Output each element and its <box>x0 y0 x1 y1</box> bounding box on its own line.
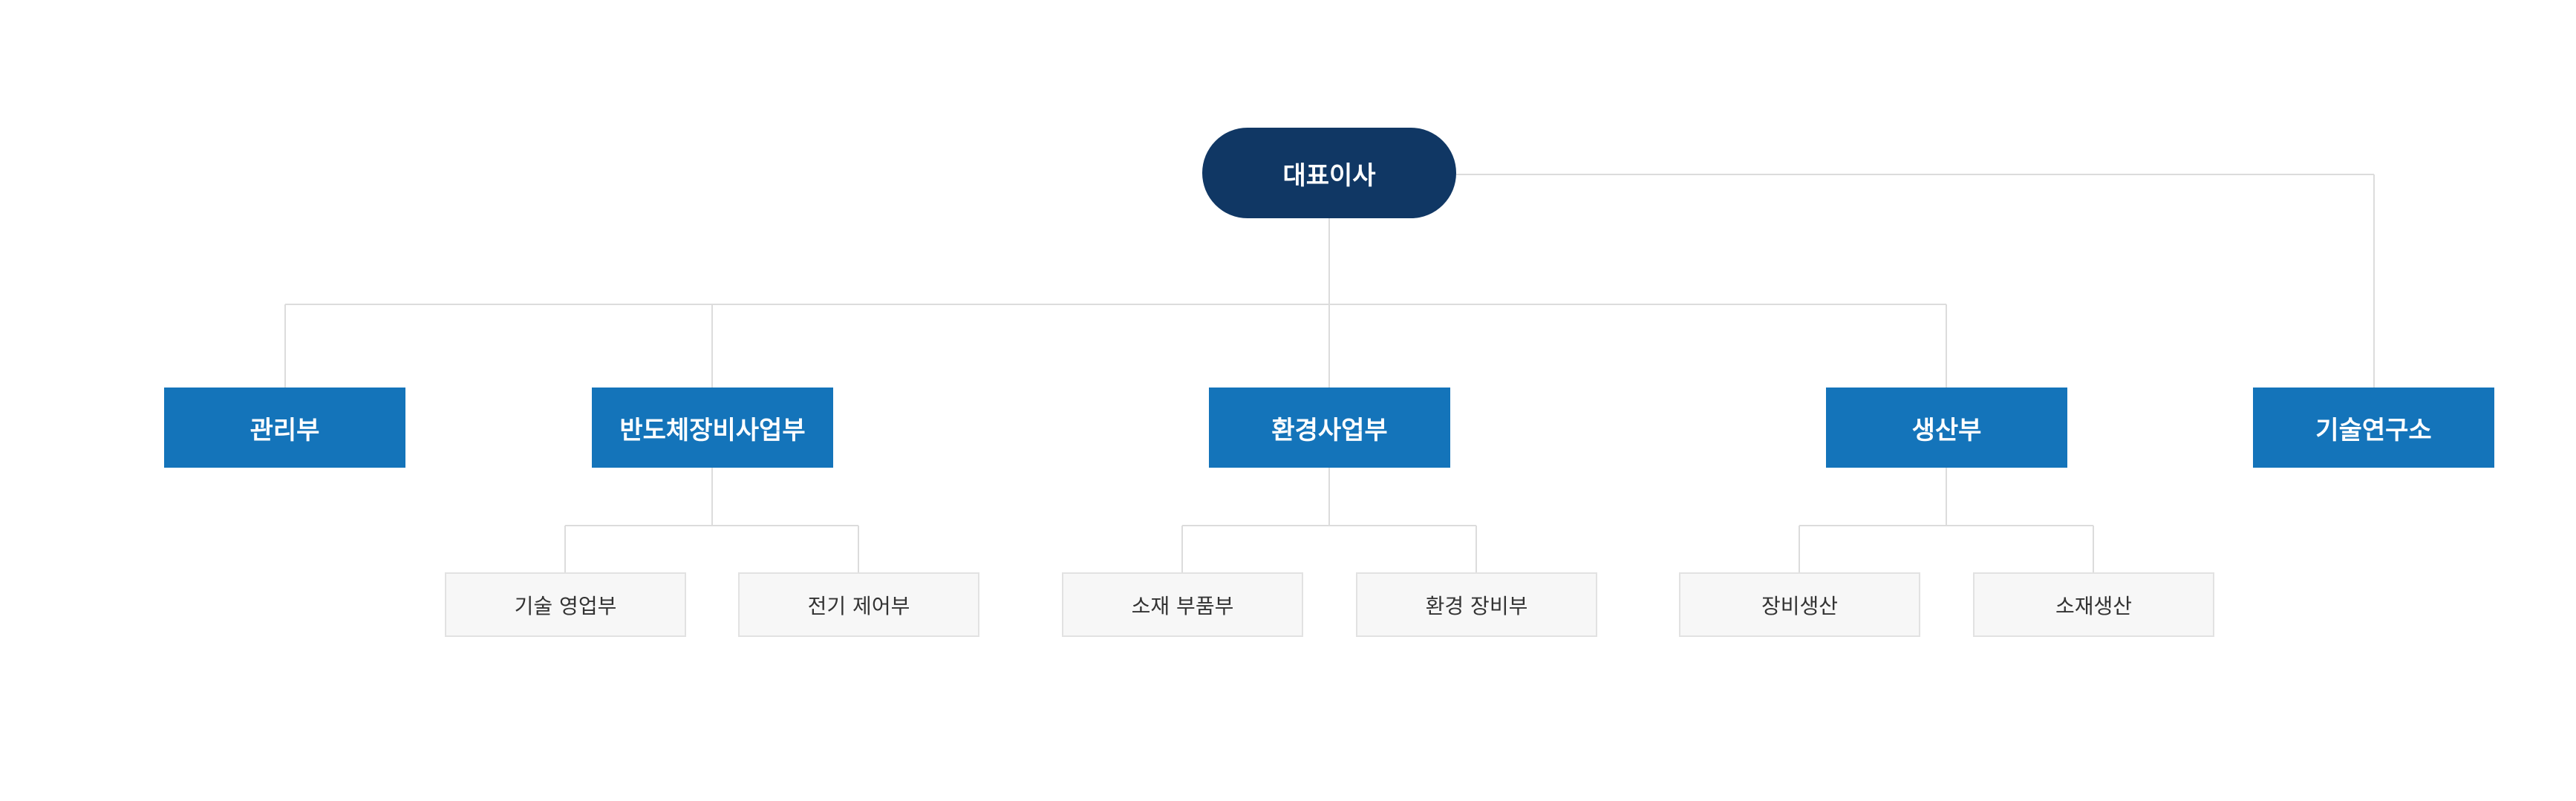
dept-node-environment: 환경사업부 <box>1209 388 1450 468</box>
dept-node-research-lab: 기술연구소 <box>2253 388 2494 468</box>
dept-node-semiconductor-equipment: 반도체장비사업부 <box>592 388 833 468</box>
team-node-materials-parts: 소재 부품부 <box>1062 572 1303 637</box>
team-node-equipment-production: 장비생산 <box>1679 572 1920 637</box>
team-node-tech-sales: 기술 영업부 <box>445 572 686 637</box>
dept-node-admin: 관리부 <box>164 388 405 468</box>
team-node-materials-production: 소재생산 <box>1973 572 2214 637</box>
dept-node-production: 생산부 <box>1826 388 2067 468</box>
team-node-environment-equipment: 환경 장비부 <box>1356 572 1597 637</box>
team-node-electrical-control: 전기 제어부 <box>738 572 979 637</box>
ceo-node: 대표이사 <box>1202 128 1456 218</box>
